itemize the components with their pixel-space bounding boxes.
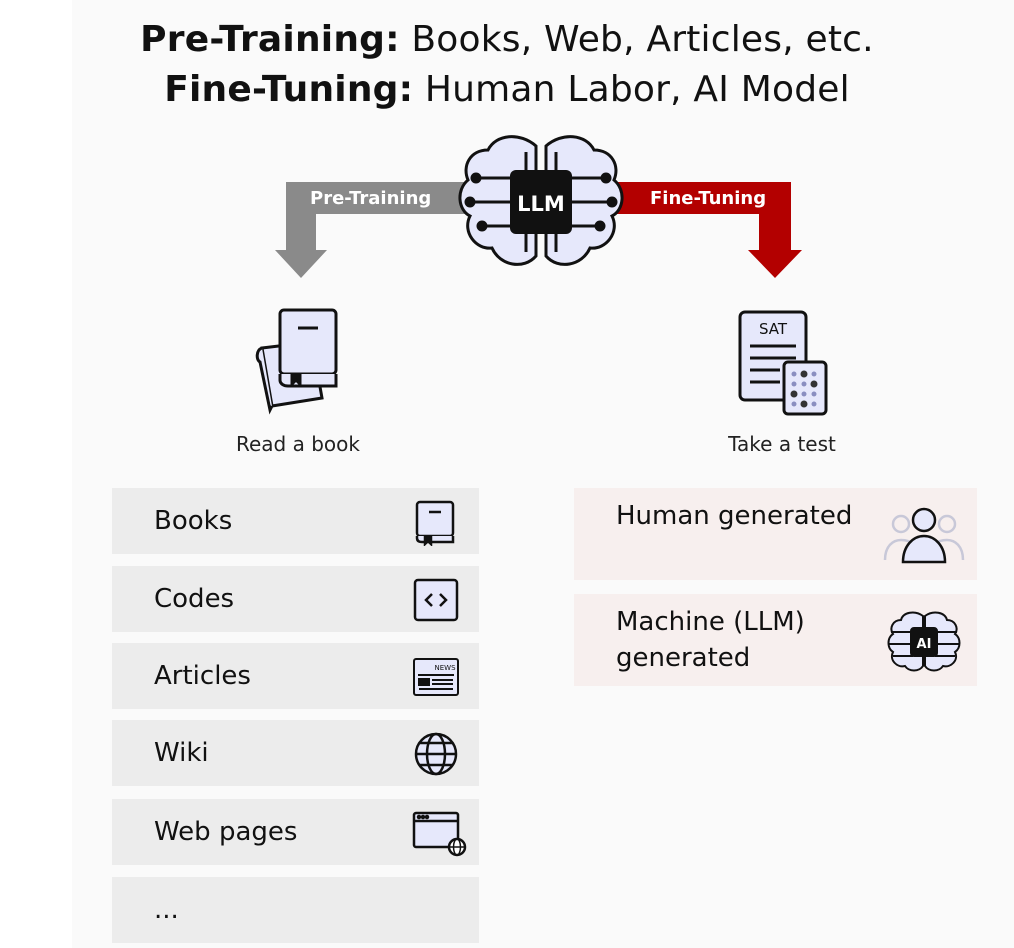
list-item-label: Books (154, 506, 233, 536)
globe-icon (411, 728, 461, 778)
list-item-web-pages: Web pages (112, 799, 479, 865)
brain-circuit-lines (464, 152, 618, 252)
list-item-label: Codes (154, 584, 235, 614)
newspaper-icon: NEWS (411, 651, 461, 701)
list-item-articles: Articles NEWS (112, 643, 479, 709)
ai-brain-icon: AI (881, 610, 967, 672)
book-stack-icon (252, 306, 344, 416)
llm-flow-diagram (275, 135, 802, 278)
finetune-item-label: Machine (LLM) generated (616, 607, 805, 673)
llm-label: LLM (517, 192, 565, 216)
finetune-item-machine: Machine (LLM) generated AI (574, 594, 977, 686)
test-paper-icon: SAT (736, 308, 832, 418)
code-icon (411, 574, 461, 624)
book-icon (411, 496, 461, 548)
web-page-icon (411, 807, 467, 857)
title-line-pretraining: Pre-Training: Books, Web, Articles, etc. (140, 19, 874, 60)
news-text: NEWS (434, 664, 456, 672)
finetuning-arrow-label: Fine-Tuning (650, 188, 767, 209)
finetuning-arrow (606, 182, 802, 278)
title-line-finetuning: Fine-Tuning: Human Labor, AI Model (164, 69, 850, 110)
finetune-item-human: Human generated (574, 488, 977, 580)
finetune-item-label: Human generated (616, 501, 853, 531)
slide-background (72, 0, 1014, 948)
list-item-books: Books (112, 488, 479, 554)
pretraining-arrow (275, 182, 470, 278)
list-item-codes: Codes (112, 566, 479, 632)
pretraining-arrow-label: Pre-Training (310, 188, 432, 209)
list-item-label: ... (154, 895, 179, 925)
list-item-label: Web pages (154, 817, 298, 847)
sat-text: SAT (759, 320, 788, 338)
list-item-more: ... (112, 877, 479, 943)
take-a-test-caption: Take a test (728, 432, 836, 456)
list-item-label: Wiki (154, 738, 209, 768)
people-icon (881, 504, 967, 566)
read-a-book-caption: Read a book (236, 432, 360, 456)
llm-chip (510, 170, 572, 234)
ai-text: AI (917, 637, 932, 652)
list-item-wiki: Wiki (112, 720, 479, 786)
list-item-label: Articles (154, 661, 251, 691)
